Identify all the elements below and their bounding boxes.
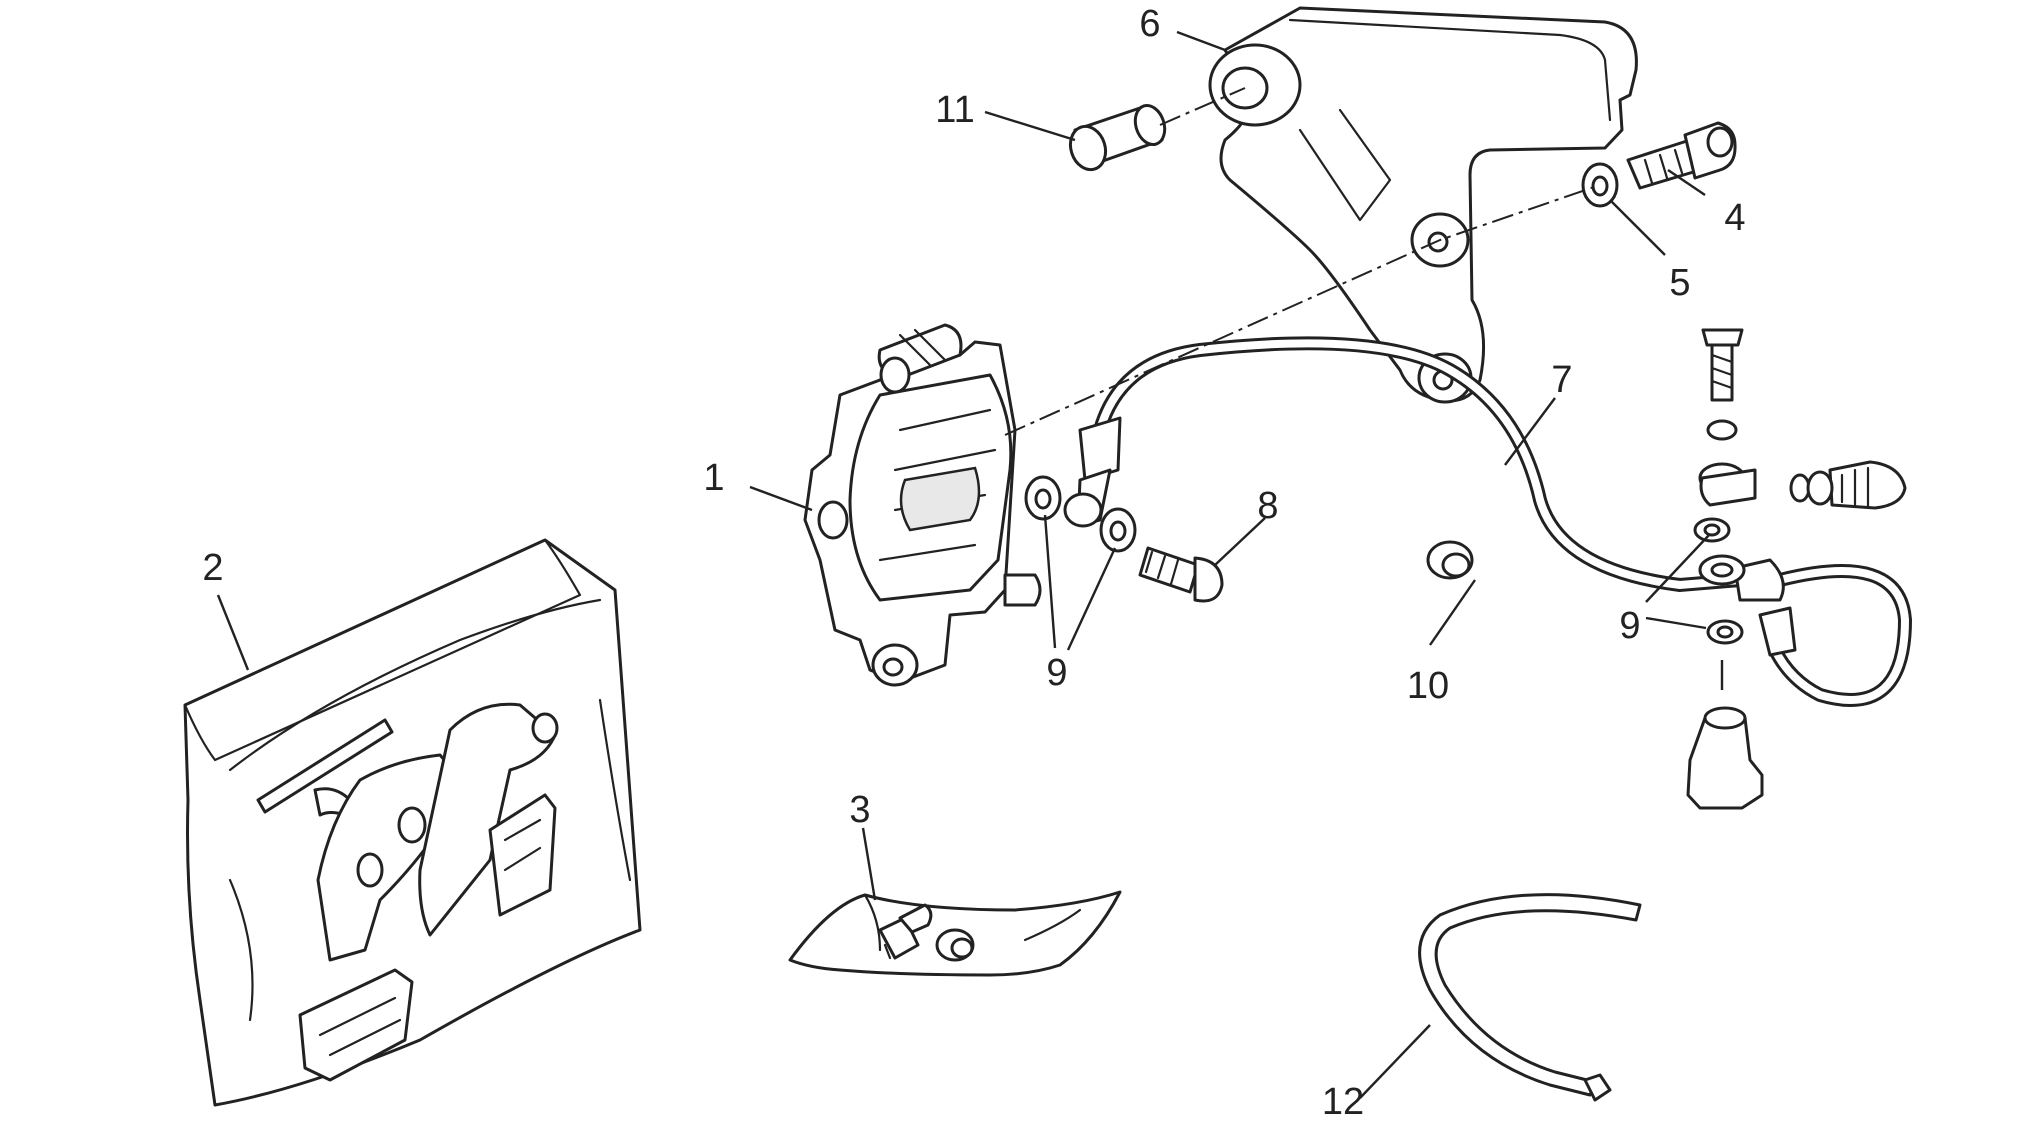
callout-label-5: 5 bbox=[1669, 262, 1690, 304]
callout-label-12: 12 bbox=[1322, 1081, 1364, 1122]
callout-label-6: 6 bbox=[1139, 3, 1160, 45]
leader-lines bbox=[216, 30, 1711, 1099]
callout-label-2: 2 bbox=[202, 547, 223, 589]
part-3-bleed-kit bbox=[788, 890, 1122, 977]
callout-label-9-caliper: 9 bbox=[1046, 652, 1067, 694]
callout-label-11: 11 bbox=[935, 89, 974, 131]
callout-label-3: 3 bbox=[849, 789, 870, 831]
part-12-cable-tie bbox=[1418, 893, 1642, 1102]
part-11-bushing bbox=[1068, 103, 1167, 172]
part-2-pad-kit bbox=[183, 538, 642, 1107]
brake-light-switch-assembly bbox=[1686, 328, 1907, 810]
part-9-washers-caliper bbox=[1024, 475, 1137, 553]
callout-label-4: 4 bbox=[1724, 197, 1745, 239]
callout-label-10: 10 bbox=[1407, 665, 1449, 707]
callout-label-8: 8 bbox=[1257, 485, 1278, 527]
part-8-banjo-bolt bbox=[1138, 546, 1224, 603]
part-10-grommet bbox=[1426, 540, 1474, 580]
part-4-screw bbox=[1626, 121, 1737, 190]
callout-label-7: 7 bbox=[1551, 359, 1572, 401]
callout-label-9-switch: 9 bbox=[1619, 605, 1640, 647]
callout-labels: 6 11 4 5 7 1 8 9 10 9 2 3 12 bbox=[202, 3, 1745, 1122]
assembly-axis-lines bbox=[1004, 87, 1601, 436]
part-1-brake-caliper bbox=[803, 323, 1042, 687]
part-7-brake-hose bbox=[1063, 336, 1913, 707]
part-5-washer bbox=[1581, 162, 1619, 208]
callout-label-1: 1 bbox=[703, 457, 724, 499]
